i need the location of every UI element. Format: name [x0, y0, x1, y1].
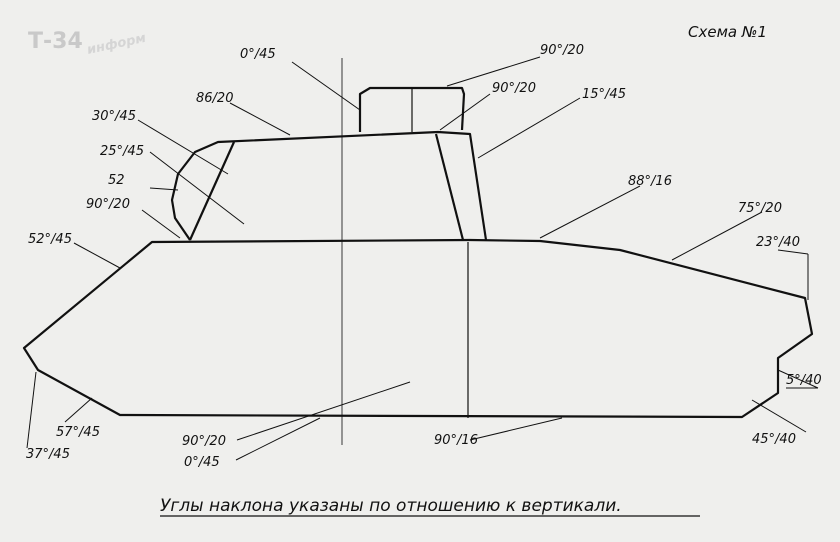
turret-outline [170, 130, 488, 241]
label-turret-rear: 15°/45 [582, 87, 626, 102]
label-mantlet: 52 [108, 173, 125, 188]
commander-cupola [358, 86, 466, 132]
label-rear-upper: 23°/40 [756, 235, 800, 250]
watermark-sub: информ [86, 31, 148, 58]
scheme-title: Схема №1 [688, 23, 767, 41]
label-hull-floor: 90°/16 [434, 433, 478, 448]
watermark-logo: Т-34 информ [28, 29, 148, 58]
label-hull-floor-a: 0°/45 [184, 455, 220, 470]
watermark-main: Т-34 [28, 29, 83, 54]
label-mantlet-mid: 25°/45 [100, 144, 144, 159]
label-turret-ring: 90°/20 [86, 197, 130, 212]
label-rear-bottom: 45°/40 [752, 432, 796, 447]
label-rear-lower: 5°/40 [786, 373, 822, 388]
label-mantlet-upper: 30°/45 [92, 109, 136, 124]
label-upper-front: 52°/45 [28, 232, 72, 247]
label-cupola: 90°/20 [540, 43, 584, 58]
mantlet-line [188, 141, 236, 241]
label-turret-side: 90°/20 [492, 81, 536, 96]
hull-outline [22, 238, 814, 419]
label-hull-roof: 88°/16 [628, 174, 672, 189]
label-lower-front: 57°/45 [56, 425, 100, 440]
leader-lines [26, 56, 819, 461]
label-nose: 37°/45 [26, 447, 70, 462]
label-turret-roof: 86/20 [196, 91, 233, 106]
label-hull-side: 90°/20 [182, 434, 226, 449]
label-engine-deck: 75°/20 [738, 201, 782, 216]
turret-rear-line [434, 133, 465, 241]
caption: Углы наклона указаны по отношению к верт… [160, 496, 622, 516]
label-turret-top: 0°/45 [240, 47, 276, 62]
